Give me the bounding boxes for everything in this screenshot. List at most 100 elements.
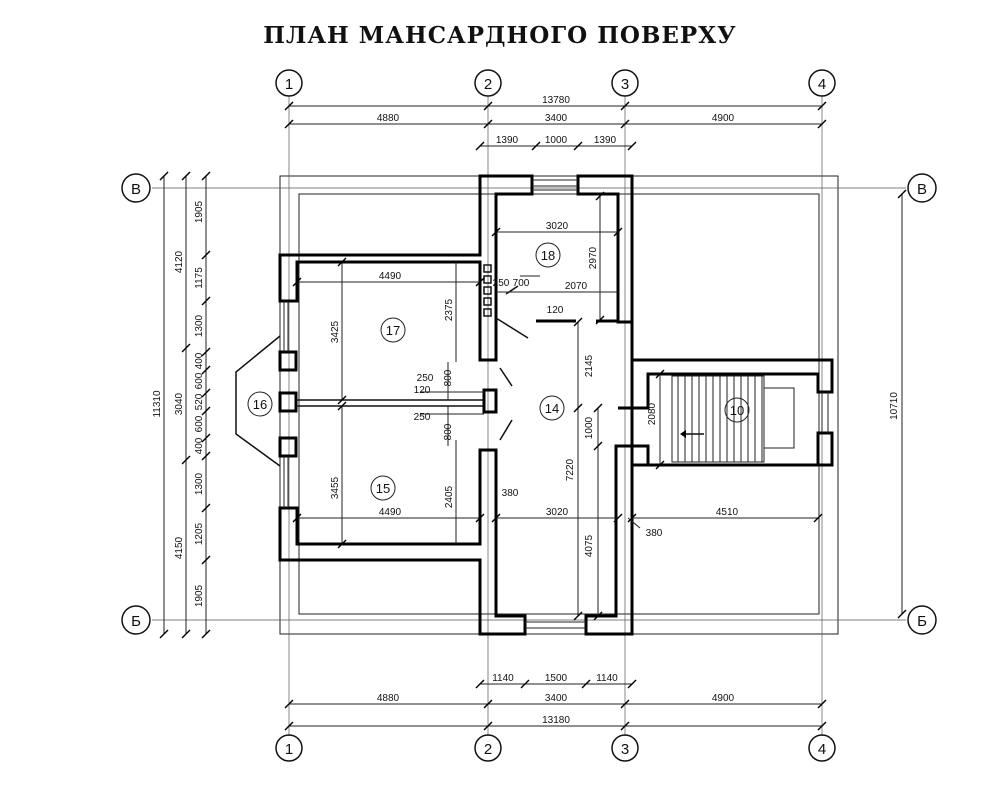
dim-r14-b: 1000: [584, 416, 595, 439]
dim-700: 700: [513, 278, 530, 289]
room-dimension-labels: 3020 2970 2070 250 700 120 4490 3425 237…: [330, 221, 739, 557]
axis-markers: 1 2 3 4 1 2 3 4 В Б В Б: [121, 69, 937, 762]
dim-left-b: 3040: [174, 392, 185, 415]
axis-label-top-4: 4: [818, 76, 826, 93]
dimension-tick: [201, 365, 211, 375]
dimension-tick: [201, 388, 211, 398]
dimension-tick: [627, 679, 637, 689]
dimension-tick: [337, 257, 347, 267]
dimension-tick: [573, 317, 583, 327]
dimension-tick: [475, 141, 485, 151]
dim-left-d: 1905: [194, 200, 205, 223]
dimension-tick: [475, 513, 485, 523]
dim-r10-height: 2080: [647, 402, 658, 425]
dim-top-c: 4900: [712, 113, 735, 124]
dimension-tick: [573, 403, 583, 413]
top-dimension-labels: 13780 4880 3400 4900 1390 1000 1390: [377, 95, 735, 146]
dimension-tick: [620, 119, 630, 129]
dim-800-b: 800: [443, 423, 454, 440]
staircase: [671, 375, 795, 463]
dim-r18-bottom: 2070: [565, 281, 588, 292]
room-markers: 18 17 16 14 10 15: [247, 242, 750, 501]
dimension-tick: [897, 609, 907, 619]
dimension-tick: [181, 455, 191, 465]
dimension-tick: [491, 227, 501, 237]
dim-bottom-c: 4900: [712, 693, 735, 704]
room-number-15: 15: [376, 481, 390, 496]
dimension-tick: [284, 699, 294, 709]
dim-top-total: 13780: [542, 95, 570, 106]
axis-grid-lines: [152, 96, 906, 736]
dimension-tick: [817, 101, 827, 111]
dimension-tick: [581, 679, 591, 689]
dim-r15-height-2: 2405: [444, 485, 455, 508]
axis-label-top-3: 3: [621, 76, 629, 93]
dimension-tick: [813, 513, 823, 523]
dimension-tick: [593, 403, 603, 413]
dimension-tick: [337, 539, 347, 549]
axis-label-right-v: В: [917, 181, 927, 198]
dimension-tick: [201, 347, 211, 357]
dim-left-c: 4150: [174, 536, 185, 559]
dimension-tick: [292, 277, 302, 287]
door-swings: [495, 285, 529, 441]
dim-left-a: 4120: [174, 250, 185, 273]
axis-label-bottom-2: 2: [484, 741, 492, 758]
dimension-tick: [817, 721, 827, 731]
dimension-tick: [201, 406, 211, 416]
dimension-tick: [483, 699, 493, 709]
dimension-tick: [595, 191, 605, 201]
dim-bottom-d: 1140: [492, 673, 514, 684]
bay-window: [235, 301, 289, 508]
dimension-tick: [181, 171, 191, 181]
axis-label-right-b: Б: [917, 613, 927, 630]
dim-r17-width: 4490: [379, 271, 402, 282]
dimension-lines: [163, 105, 903, 727]
dim-800-a: 800: [443, 369, 454, 386]
dim-380-a: 380: [502, 488, 519, 499]
dimension-tick: [475, 679, 485, 689]
dimension-tick: [573, 611, 583, 621]
right-dimension-labels: 10710: [889, 392, 900, 420]
dimension-tick: [613, 227, 623, 237]
dimension-tick: [620, 101, 630, 111]
dim-bottom-a: 4880: [377, 693, 400, 704]
dimension-tick: [627, 141, 637, 151]
dim-left-i: 520: [194, 393, 205, 410]
dim-left-n: 1905: [194, 584, 205, 607]
dimension-ticks: [159, 101, 907, 731]
dimension-tick: [159, 629, 169, 639]
dim-top-f: 1390: [594, 135, 617, 146]
dim-right-width: 4510: [716, 507, 739, 518]
dim-r15-width: 4490: [379, 507, 402, 518]
dimension-tick: [159, 171, 169, 181]
dimension-tick: [292, 513, 302, 523]
dim-right-total: 10710: [889, 392, 900, 420]
dim-r18-width: 3020: [546, 221, 569, 232]
dim-top-d: 1390: [496, 135, 519, 146]
dim-250-b: 250: [417, 373, 434, 384]
dimension-tick: [627, 513, 637, 523]
dimension-tick: [593, 611, 603, 621]
dimension-tick: [201, 171, 211, 181]
dimension-tick: [520, 679, 530, 689]
walls: [278, 174, 834, 636]
dim-left-g: 400: [194, 352, 205, 369]
dim-top-b: 3400: [545, 113, 568, 124]
dim-top-a: 4880: [377, 113, 400, 124]
dimension-tick: [201, 296, 211, 306]
dim-left-e: 1175: [194, 267, 205, 289]
dim-r14-a: 2145: [584, 354, 595, 377]
axis-label-top-2: 2: [484, 76, 492, 93]
dim-left-f: 1300: [194, 314, 205, 337]
dimension-tick: [475, 277, 485, 287]
room-number-18: 18: [541, 248, 555, 263]
room-number-10: 10: [730, 403, 744, 418]
dim-left-h: 600: [194, 372, 205, 389]
left-dimension-labels: 11310 4120 3040 4150 1905 1175 1300 400 …: [152, 200, 205, 607]
dim-left-j: 600: [194, 415, 205, 432]
dimension-tick: [284, 101, 294, 111]
axis-label-top-1: 1: [285, 76, 293, 93]
dim-left-total: 11310: [152, 390, 163, 418]
dimension-tick: [201, 503, 211, 513]
